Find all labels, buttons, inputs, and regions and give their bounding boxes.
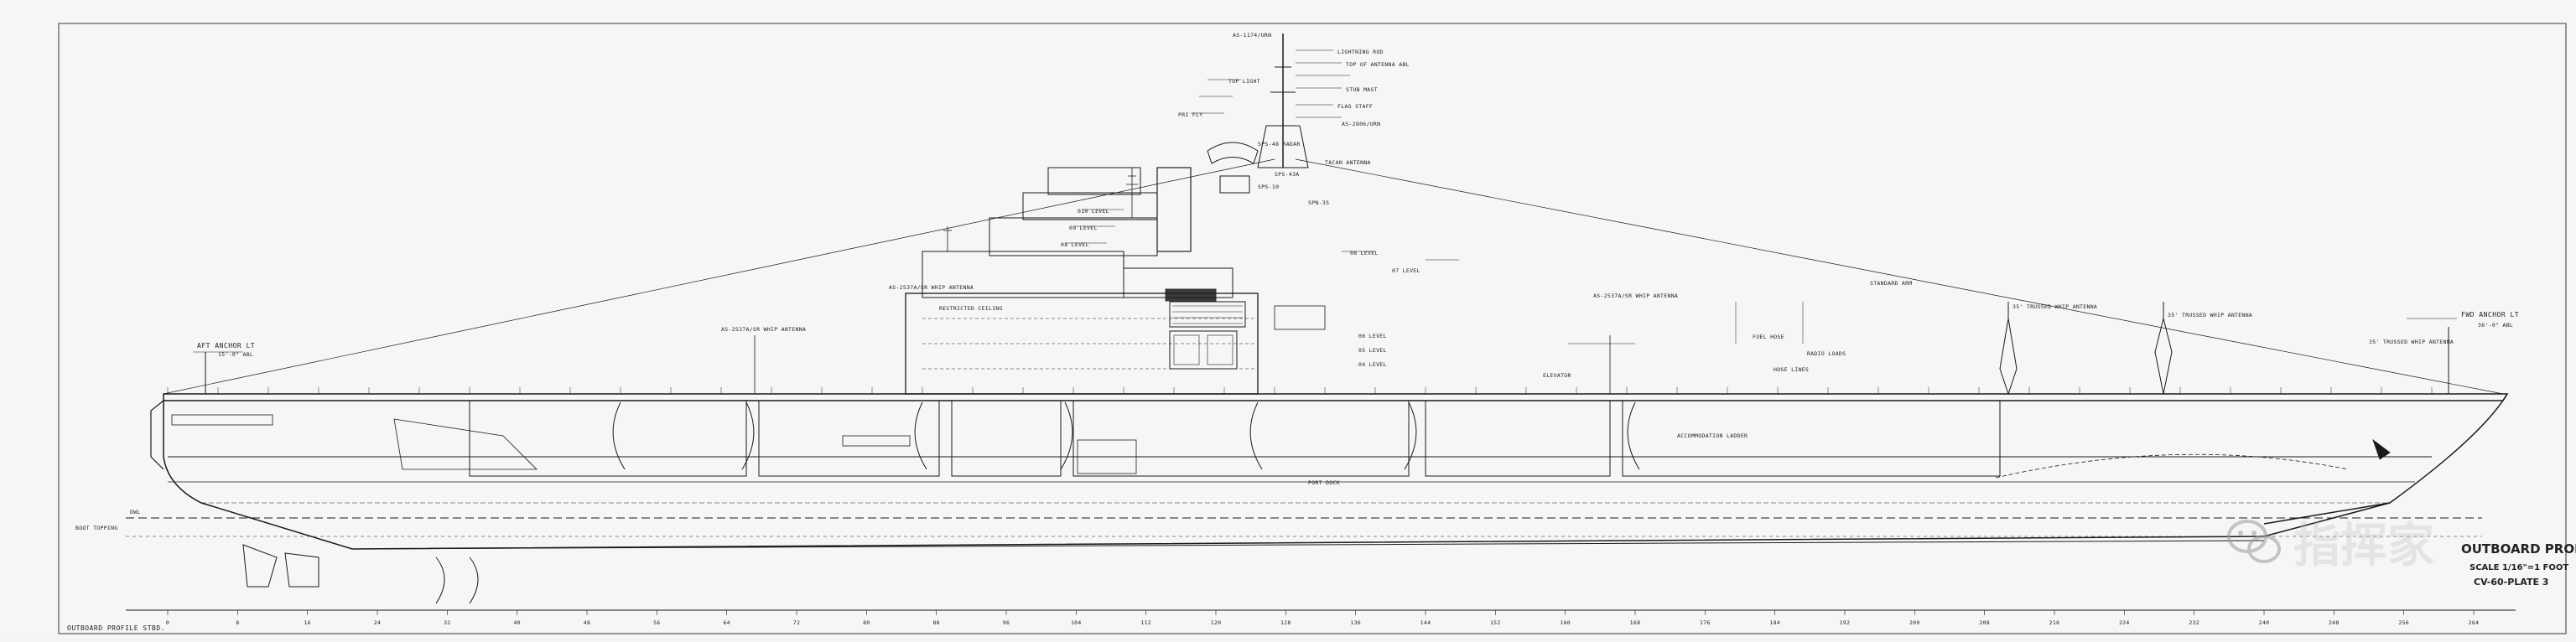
label-stub-mast: STUB MAST xyxy=(1346,86,1378,93)
title-text: OUTBOARD PROFILE STBD. xyxy=(2461,541,2576,557)
frame-number: 264 xyxy=(2469,619,2480,626)
label-whip-antenna-3: AS-2537A/SR WHIP ANTENNA xyxy=(1593,293,1678,299)
frame-number: 208 xyxy=(1979,619,1990,626)
frame-number: 144 xyxy=(1420,619,1431,626)
frame-number: 64 xyxy=(723,619,730,626)
watermark-text: 指挥家 xyxy=(2293,519,2434,573)
frame-number: 248 xyxy=(2329,619,2340,626)
frame-number: 152 xyxy=(1490,619,1501,626)
label-hose-lines: HOSE LINES xyxy=(1774,366,1809,373)
label-o8-level: 08 LEVEL xyxy=(1061,241,1089,248)
label-level-04: 04 LEVEL xyxy=(1358,361,1387,368)
watermark: 指挥家 xyxy=(2227,519,2434,573)
label-fwd-anchor-height: 36'-0" ABL xyxy=(2478,322,2513,329)
frame-number: 168 xyxy=(1630,619,1641,626)
label-boot-topping: BOOT TOPPING xyxy=(75,525,118,531)
label-o10-level: 010 LEVEL xyxy=(1078,208,1109,215)
label-radio-loads: RADIO LOADS xyxy=(1807,350,1846,357)
frame-number: 256 xyxy=(2398,619,2409,626)
label-whip-antenna-2: AS-2537A/SR WHIP ANTENNA xyxy=(889,284,974,291)
label-mast-top: TOP OF ANTENNA ABL xyxy=(1346,61,1410,68)
label-pri-fly: PRI FLY xyxy=(1178,111,1203,118)
label-level-05: 05 LEVEL xyxy=(1358,347,1387,354)
label-whip-antenna-1: AS-2537A/SR WHIP ANTENNA xyxy=(721,326,806,333)
frame-number: 224 xyxy=(2119,619,2130,626)
label-sps10: SPS-10 xyxy=(1258,184,1279,190)
corner-drawing-label: OUTBOARD PROFILE STBD. xyxy=(67,624,165,632)
label-trussed-whip-3: 35' TRUSSED WHIP ANTENNA xyxy=(2369,339,2454,345)
title-block: OUTBOARD PROFILE STBD. SCALE 1/16"=1 FOO… xyxy=(2461,541,2576,588)
label-misc-3: TACAN ANTENNA xyxy=(1325,159,1371,166)
frame-number: 40 xyxy=(513,619,520,626)
frame-number: 200 xyxy=(1909,619,1920,626)
label-sps43: SPS-43A xyxy=(1275,171,1300,178)
rigging-stays xyxy=(163,158,2504,395)
frame-number: 184 xyxy=(1769,619,1780,626)
frame-number: 0 xyxy=(166,619,169,626)
frame-number: 96 xyxy=(1003,619,1010,626)
scale-text: SCALE 1/16"=1 FOOT xyxy=(2470,563,2568,572)
label-misc-2: AS-2806/URN xyxy=(1342,121,1380,127)
deck-ticks xyxy=(167,387,2433,394)
label-top-light: TOP LIGHT xyxy=(1228,78,1260,85)
frame-number: 192 xyxy=(1840,619,1851,626)
frame-number: 176 xyxy=(1700,619,1711,626)
label-o9-level: 09 LEVEL xyxy=(1069,225,1098,231)
label-sps48: SPS-48 RADAR xyxy=(1258,141,1301,148)
label-dwl: DWL xyxy=(130,509,141,515)
frame-number: 104 xyxy=(1071,619,1082,626)
wechat-icon xyxy=(2227,520,2281,563)
leader-lines xyxy=(193,49,2457,353)
label-misc-4: STANDARD ARM xyxy=(1870,280,1913,287)
label-level-08: 08 LEVEL xyxy=(1350,250,1379,256)
drawing-border xyxy=(58,23,2567,634)
frame-number: 136 xyxy=(1350,619,1361,626)
annotation-labels: AFT ANCHOR LT 15'-0" ABL FWD ANCHOR LT 3… xyxy=(75,32,2519,531)
label-misc-5: RESTRICTED CEILING xyxy=(939,305,1003,312)
whip-antennas xyxy=(205,302,2449,396)
label-fwd-anchor-lt: FWD ANCHOR LT xyxy=(2461,311,2519,318)
frame-number: 88 xyxy=(932,619,939,626)
frame-number: 8 xyxy=(236,619,239,626)
frame-number: 128 xyxy=(1280,619,1291,626)
frame-number: 16 xyxy=(304,619,310,626)
frame-number: 160 xyxy=(1560,619,1571,626)
plate-text: CV-60-PLATE 3 xyxy=(2474,577,2548,588)
frame-number: 80 xyxy=(863,619,870,626)
label-flag-staff: FLAG STAFF xyxy=(1337,103,1373,110)
frame-number: 56 xyxy=(653,619,660,626)
label-lightning-rod: LIGHTNING ROD xyxy=(1337,49,1384,55)
label-trussed-whip-1: 35' TRUSSED WHIP ANTENNA xyxy=(2012,303,2097,310)
frame-number: 240 xyxy=(2259,619,2270,626)
frame-number: 120 xyxy=(1211,619,1222,626)
label-level-06: 06 LEVEL xyxy=(1358,333,1387,339)
label-port-dock: PORT DOCK xyxy=(1308,479,1340,486)
frame-number: 112 xyxy=(1140,619,1151,626)
frame-number: 48 xyxy=(584,619,590,626)
frame-number: 216 xyxy=(2049,619,2060,626)
label-misc-1: AS-1174/URN xyxy=(1233,32,1271,39)
hull xyxy=(126,393,2516,611)
frame-number: 72 xyxy=(793,619,800,626)
island-superstructure xyxy=(905,34,1326,395)
frame-number: 232 xyxy=(2189,619,2199,626)
frame-number-row: 0 8 16 24 32 40 48 56 64 72 80 88 96 104 112 120 128 136 1… xyxy=(166,610,2479,626)
label-accommodation-ladder: ACCOMMODATION LADDER xyxy=(1677,432,1748,439)
frame-number: 32 xyxy=(444,619,450,626)
label-aft-anchor-lt: AFT ANCHOR LT xyxy=(197,342,255,349)
label-elevator: ELEVATOR xyxy=(1543,372,1571,379)
label-level-07: 07 LEVEL xyxy=(1392,267,1420,274)
label-aft-anchor-height: 15'-0" ABL xyxy=(218,351,253,358)
frame-number: 24 xyxy=(374,619,381,626)
label-spn35: SPN-35 xyxy=(1308,199,1329,206)
label-fuel-hose: FUEL HOSE xyxy=(1753,334,1784,340)
label-trussed-whip-2: 35' TRUSSED WHIP ANTENNA xyxy=(2168,312,2252,318)
